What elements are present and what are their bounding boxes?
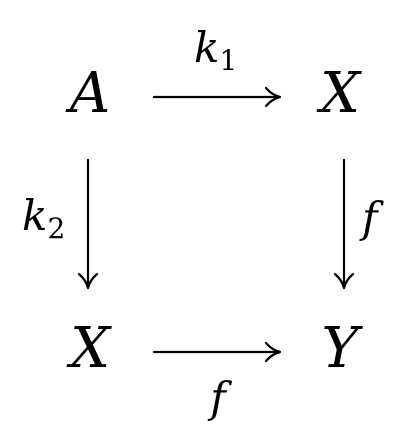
- arrow-top-label-main: k: [194, 23, 219, 72]
- arrow-left-label: k2: [22, 191, 65, 245]
- arrow-bottom: [152, 341, 282, 363]
- arrow-top-label: k1: [194, 23, 237, 77]
- node-bottom-right: Y: [322, 316, 364, 381]
- arrow-left-head: [77, 272, 99, 290]
- arrow-right: [333, 158, 355, 290]
- arrow-left-label-sub: 2: [47, 212, 65, 245]
- arrow-top-label-sub: 1: [219, 44, 237, 77]
- arrow-right-label: f: [359, 193, 384, 242]
- arrow-top: [152, 86, 282, 108]
- node-top-left: A: [65, 61, 110, 126]
- arrow-bottom-label: f: [207, 373, 232, 422]
- arrow-bottom-head: [264, 341, 282, 363]
- node-top-right: X: [316, 61, 362, 126]
- arrow-right-head: [333, 272, 355, 290]
- node-bottom-left: X: [66, 316, 112, 381]
- arrow-left: [77, 158, 99, 290]
- arrow-top-head: [264, 86, 282, 108]
- arrow-left-label-main: k: [22, 191, 47, 240]
